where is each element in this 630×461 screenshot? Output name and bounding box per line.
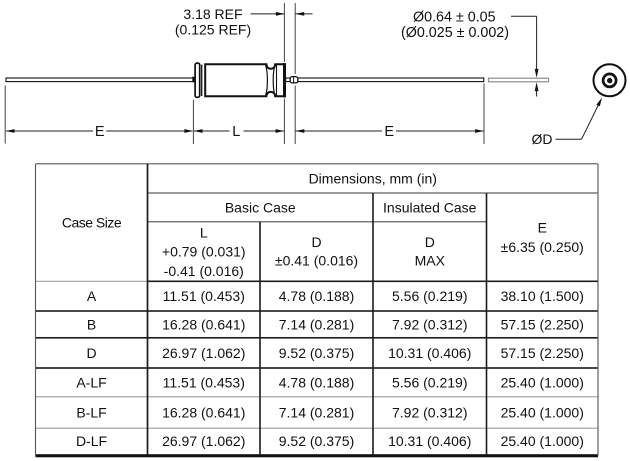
svg-text:7.14 (0.281): 7.14 (0.281) bbox=[279, 405, 355, 421]
svg-text:+0.79 (0.031): +0.79 (0.031) bbox=[162, 244, 246, 260]
svg-text:(0.125 REF): (0.125 REF) bbox=[175, 22, 251, 38]
svg-text:ØD: ØD bbox=[532, 131, 553, 147]
svg-text:9.52 (0.375): 9.52 (0.375) bbox=[279, 345, 355, 361]
svg-text:10.31 (0.406): 10.31 (0.406) bbox=[388, 345, 471, 361]
svg-text:26.97 (1.062): 26.97 (1.062) bbox=[162, 433, 245, 449]
svg-text:-0.41 (0.016): -0.41 (0.016) bbox=[164, 263, 244, 279]
svg-text:Dimensions, mm (in): Dimensions, mm (in) bbox=[309, 170, 437, 186]
svg-text:11.51 (0.453): 11.51 (0.453) bbox=[163, 288, 245, 304]
svg-text:±6.35 (0.250): ±6.35 (0.250) bbox=[501, 239, 584, 255]
svg-text:38.10 (1.500): 38.10 (1.500) bbox=[501, 288, 584, 304]
svg-text:E: E bbox=[95, 124, 105, 140]
svg-text:D: D bbox=[86, 345, 96, 361]
svg-text:Insulated Case: Insulated Case bbox=[383, 199, 477, 215]
svg-text:5.56 (0.219): 5.56 (0.219) bbox=[392, 288, 468, 304]
svg-text:4.78 (0.188): 4.78 (0.188) bbox=[279, 374, 355, 390]
svg-text:E: E bbox=[538, 220, 547, 236]
svg-text:7.92 (0.312): 7.92 (0.312) bbox=[392, 405, 468, 421]
svg-text:(Ø0.025 ± 0.002): (Ø0.025 ± 0.002) bbox=[401, 25, 509, 41]
svg-text:3.18 REF: 3.18 REF bbox=[183, 6, 242, 22]
svg-text:L: L bbox=[200, 224, 208, 240]
svg-text:Ø0.64 ± 0.05: Ø0.64 ± 0.05 bbox=[413, 10, 496, 26]
svg-text:A: A bbox=[87, 288, 97, 304]
svg-text:4.78 (0.188): 4.78 (0.188) bbox=[279, 288, 355, 304]
svg-text:±0.41 (0.016): ±0.41 (0.016) bbox=[275, 252, 358, 268]
svg-text:5.56 (0.219): 5.56 (0.219) bbox=[392, 374, 468, 390]
svg-text:A-LF: A-LF bbox=[76, 374, 106, 390]
svg-text:11.51 (0.453): 11.51 (0.453) bbox=[163, 374, 245, 390]
svg-text:26.97 (1.062): 26.97 (1.062) bbox=[162, 345, 245, 361]
svg-text:B-LF: B-LF bbox=[76, 405, 106, 421]
svg-text:B: B bbox=[87, 316, 96, 332]
svg-text:D-LF: D-LF bbox=[76, 433, 107, 449]
svg-text:10.31 (0.406): 10.31 (0.406) bbox=[388, 433, 471, 449]
svg-text:L: L bbox=[232, 124, 240, 140]
svg-text:9.52 (0.375): 9.52 (0.375) bbox=[279, 433, 355, 449]
svg-text:E: E bbox=[384, 124, 394, 140]
svg-text:25.40 (1.000): 25.40 (1.000) bbox=[501, 433, 584, 449]
svg-text:Basic Case: Basic Case bbox=[225, 199, 296, 215]
svg-text:16.28 (0.641): 16.28 (0.641) bbox=[162, 316, 245, 332]
svg-text:25.40 (1.000): 25.40 (1.000) bbox=[501, 374, 584, 390]
svg-text:25.40 (1.000): 25.40 (1.000) bbox=[501, 405, 584, 421]
svg-text:16.28 (0.641): 16.28 (0.641) bbox=[162, 405, 245, 421]
svg-text:7.14 (0.281): 7.14 (0.281) bbox=[279, 316, 355, 332]
svg-text:D: D bbox=[425, 234, 435, 250]
svg-text:D: D bbox=[311, 234, 321, 250]
svg-text:Case Size: Case Size bbox=[62, 215, 122, 231]
svg-text:7.92 (0.312): 7.92 (0.312) bbox=[392, 316, 468, 332]
svg-text:MAX: MAX bbox=[415, 252, 446, 268]
svg-text:57.15 (2.250): 57.15 (2.250) bbox=[501, 316, 584, 332]
svg-text:57.15 (2.250): 57.15 (2.250) bbox=[501, 345, 584, 361]
